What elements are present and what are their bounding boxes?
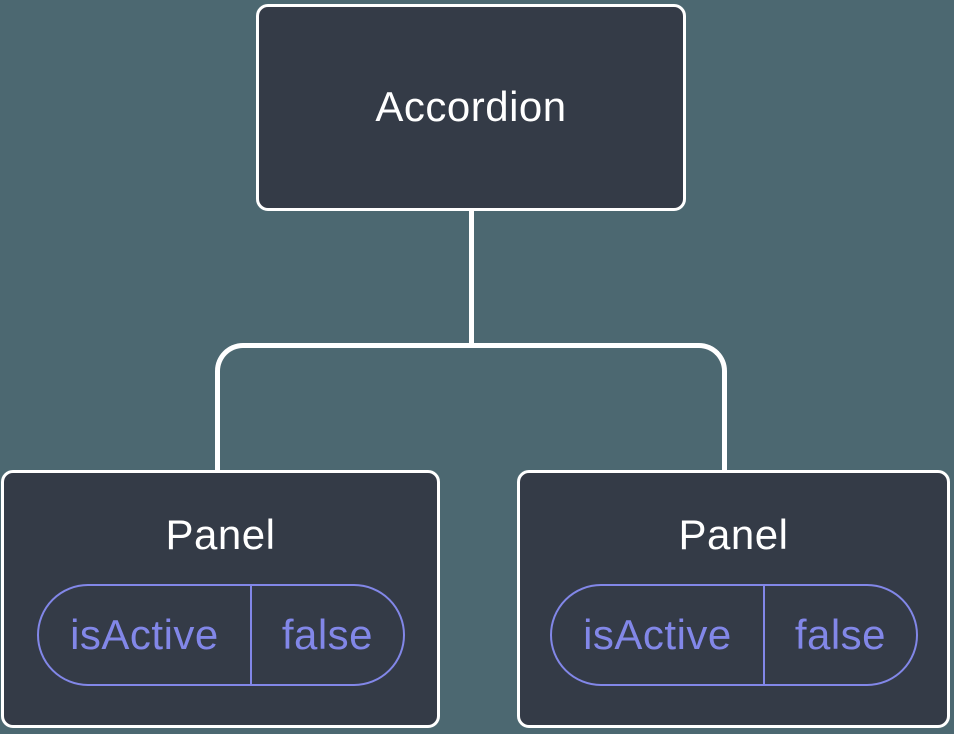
state-pill: isActive false (549, 583, 918, 686)
state-value: false (763, 585, 915, 684)
node-panel-left: Panel isActive false (1, 470, 440, 728)
state-pill: isActive false (36, 583, 405, 686)
node-panel-right: Panel isActive false (517, 470, 950, 728)
node-accordion-label: Accordion (375, 83, 567, 131)
node-panel-left-label: Panel (165, 511, 276, 559)
connector-stem (469, 210, 474, 346)
connector-bracket (215, 343, 727, 472)
state-value: false (250, 585, 402, 684)
state-key: isActive (70, 610, 219, 658)
node-accordion: Accordion (256, 4, 686, 211)
node-panel-right-label: Panel (678, 511, 789, 559)
state-key: isActive (583, 610, 732, 658)
